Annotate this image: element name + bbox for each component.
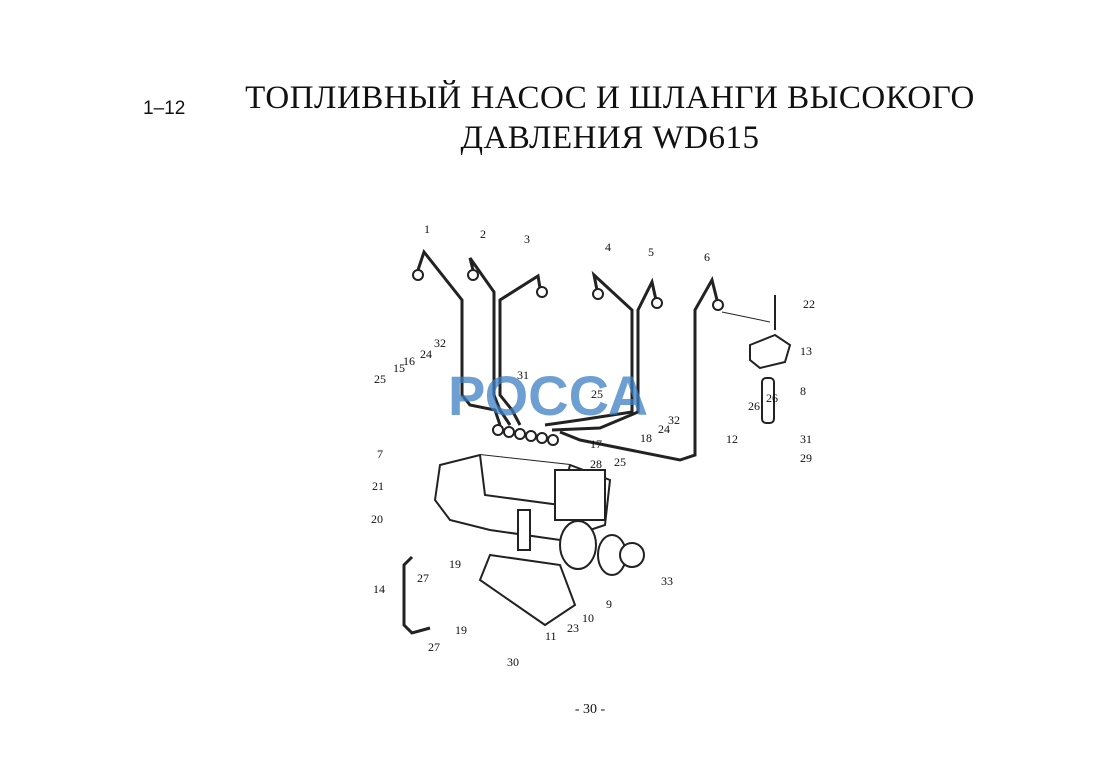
callout-12: 12 — [726, 432, 738, 446]
callout-7: 7 — [377, 447, 383, 461]
callout-23: 23 — [567, 621, 579, 635]
injection-pump-body — [433, 453, 645, 627]
callout-18: 18 — [640, 431, 652, 445]
callout-25: 25 — [374, 372, 386, 386]
callout-27: 27 — [417, 571, 429, 585]
callout-24: 24 — [420, 347, 432, 361]
callout-15: 15 — [393, 361, 405, 375]
callout-2: 2 — [480, 227, 486, 241]
callout-19: 19 — [449, 557, 461, 571]
callout-33: 33 — [661, 574, 673, 588]
callout-17: 17 — [590, 437, 602, 451]
callout-25: 25 — [591, 387, 603, 401]
callout-3: 3 — [524, 232, 530, 246]
high-pressure-lines — [416, 248, 719, 462]
callout-10: 10 — [582, 611, 594, 625]
callout-26: 26 — [748, 399, 760, 413]
callout-25: 25 — [614, 455, 626, 469]
page-footer: - 30 - — [574, 702, 606, 717]
injector-assembly — [721, 295, 792, 424]
callout-19: 19 — [455, 623, 467, 637]
callout-8: 8 — [800, 384, 806, 398]
callout-13: 13 — [800, 344, 812, 358]
callout-31: 31 — [517, 368, 529, 382]
callout-24: 24 — [658, 422, 670, 436]
title-line-1: ТОПЛИВНЫЙ НАСОС И ШЛАНГИ ВЫСОКОГО — [245, 80, 975, 116]
title-line-2: ДАВЛЕНИЯ WD615 — [460, 120, 760, 156]
watermark-logo: РОССА — [448, 364, 648, 427]
callout-32: 32 — [668, 413, 680, 427]
callout-16: 16 — [403, 354, 415, 368]
callout-20: 20 — [371, 512, 383, 526]
callout-28: 28 — [590, 457, 602, 471]
callout-1: 1 — [424, 222, 430, 236]
callout-31: 31 — [800, 432, 812, 446]
callout-26: 26 — [766, 391, 778, 405]
callout-14: 14 — [373, 582, 385, 596]
callout-6: 6 — [704, 250, 710, 264]
callout-29: 29 — [800, 451, 812, 465]
callout-4: 4 — [605, 240, 611, 254]
callout-5: 5 — [648, 245, 654, 259]
callout-22: 22 — [803, 297, 815, 311]
callout-11: 11 — [545, 629, 557, 643]
page-title: ТОПЛИВНЫЙ НАСОС И ШЛАНГИ ВЫСОКОГО ДАВЛЕН… — [200, 78, 1020, 158]
callout-27: 27 — [428, 640, 440, 654]
section-number: 1–12 — [143, 98, 186, 119]
callout-30: 30 — [507, 655, 519, 669]
oil-line — [402, 555, 431, 635]
fittings — [412, 269, 724, 446]
callout-9: 9 — [606, 597, 612, 611]
callout-21: 21 — [372, 479, 384, 493]
callout-32: 32 — [434, 336, 446, 350]
